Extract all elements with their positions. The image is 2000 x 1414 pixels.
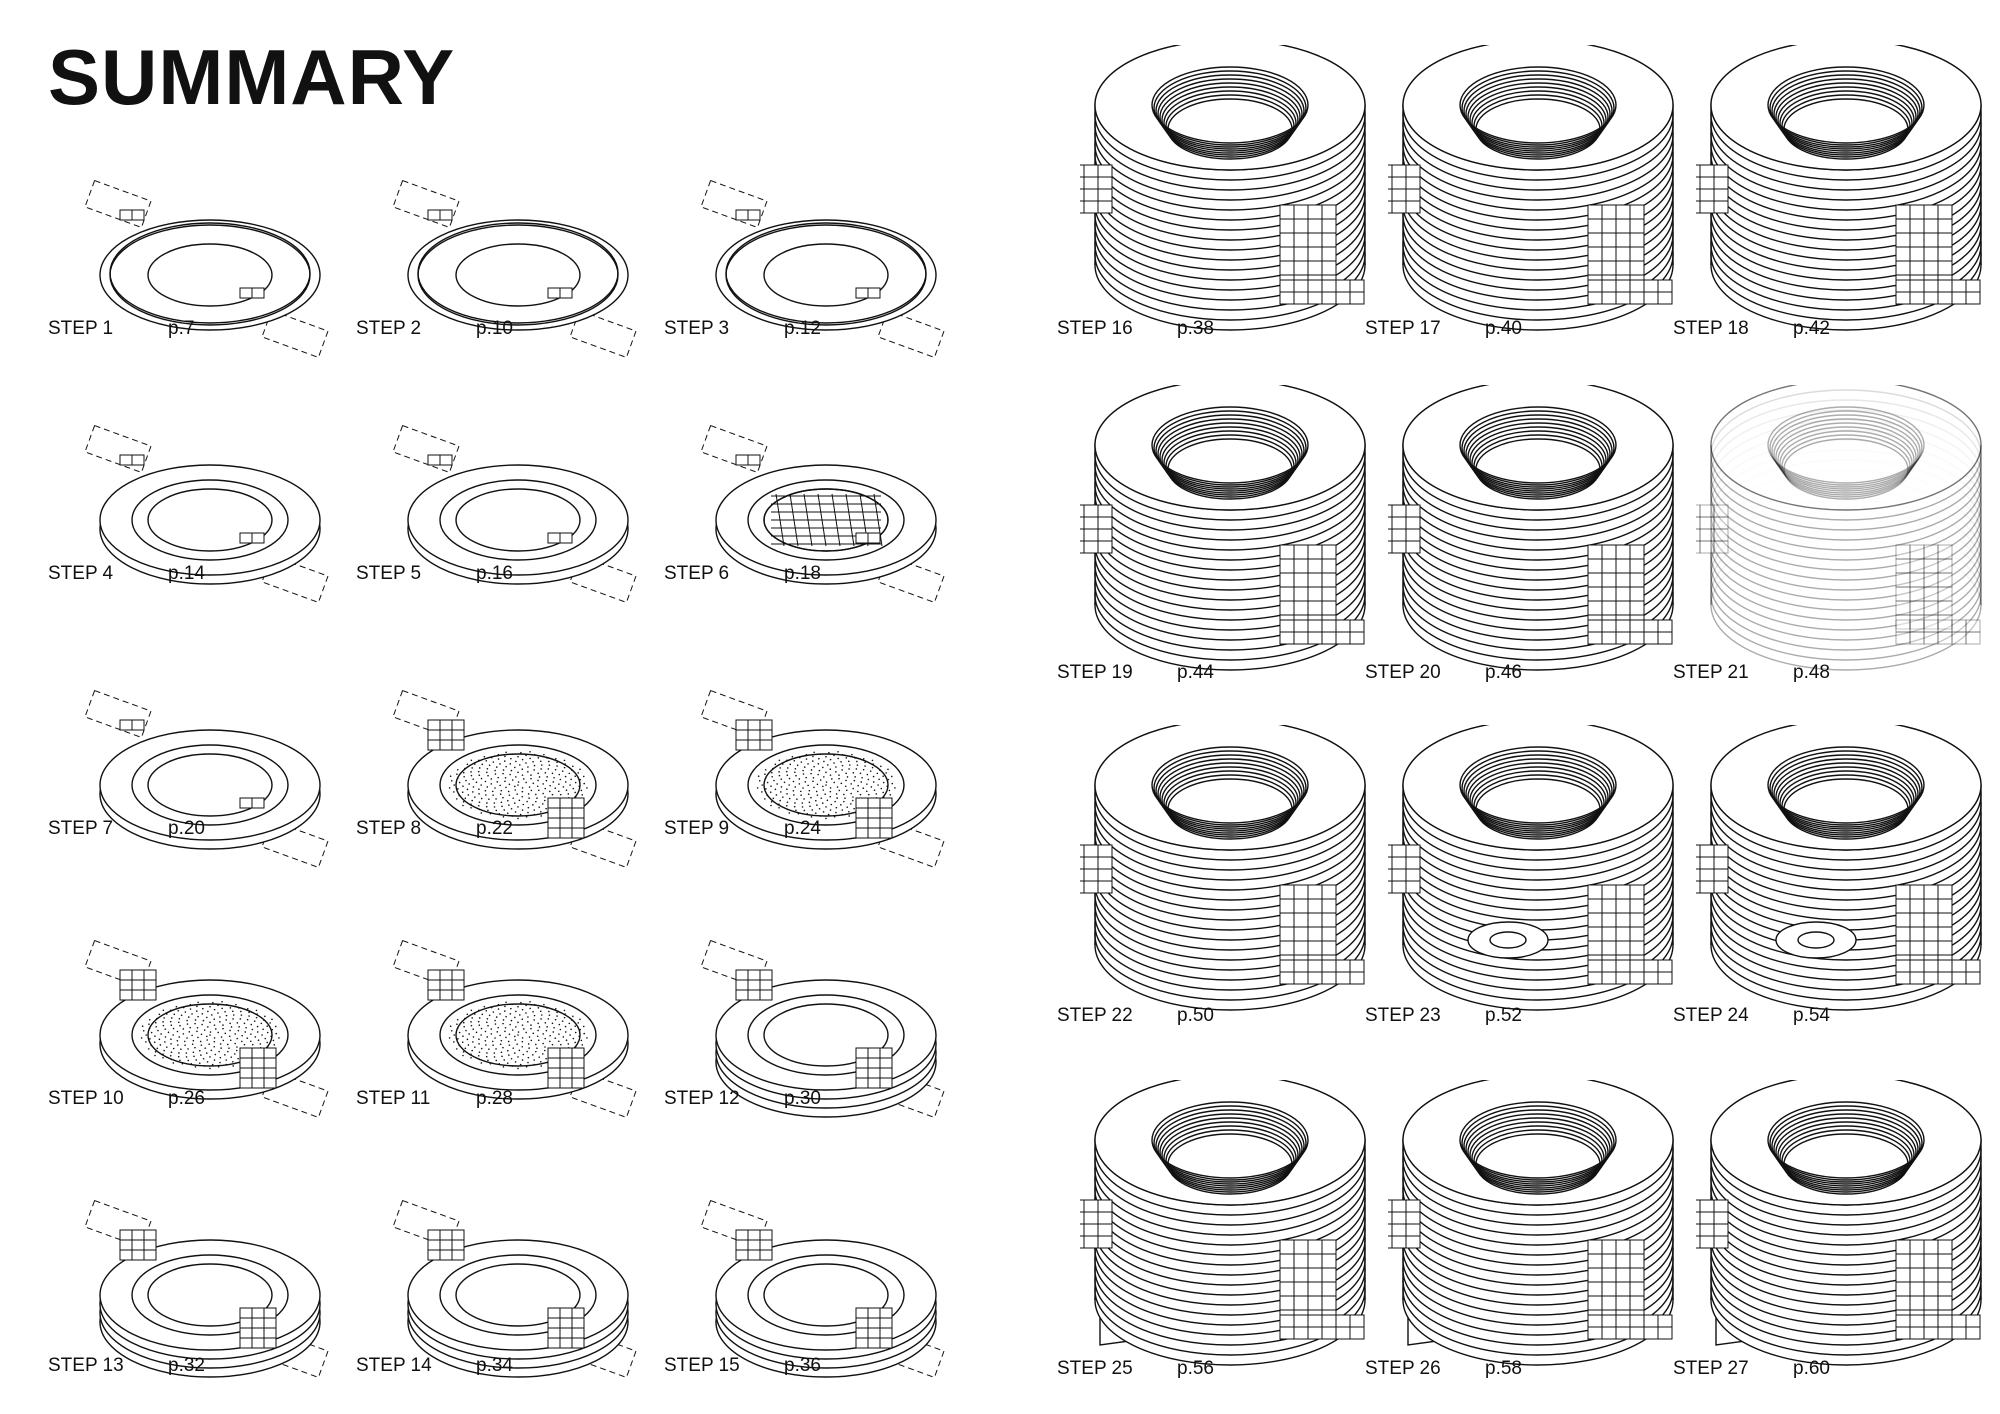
cylinder-drawing [1080,1080,1366,1366]
step-page-ref: p.46 [1485,662,1522,683]
step-label: STEP 14 [356,1355,432,1376]
step-page-ref: p.36 [784,1355,821,1376]
step-label: STEP 6 [664,563,730,584]
step-label: STEP 11 [356,1088,431,1109]
cylinder-drawing [1696,45,1982,331]
step-page-ref: p.50 [1177,1005,1214,1026]
ring-drawing [84,1199,329,1379]
ring-drawing [392,1199,637,1379]
step-page-ref: p.44 [1177,662,1214,683]
ring-drawing [392,424,637,604]
ring-drawing [700,1199,945,1379]
step-label: STEP 3 [664,318,730,339]
step-label: STEP 1 [48,318,114,339]
step-label: STEP 23 [1365,1005,1441,1026]
step-label: STEP 12 [664,1088,740,1109]
step-label: STEP 8 [356,818,422,839]
step-label: STEP 19 [1057,662,1133,683]
ring-drawing [84,179,329,359]
cylinder-drawing [1696,1080,1982,1366]
ring-drawing [700,939,945,1119]
step-label: STEP 13 [48,1355,124,1376]
step-page-ref: p.20 [168,818,205,839]
step-page-ref: p.54 [1793,1005,1830,1026]
cylinder-drawing [1696,385,1982,671]
step-label: STEP 5 [356,563,422,584]
step-page-ref: p.18 [784,563,821,584]
step-label: STEP 18 [1673,318,1749,339]
step-page-ref: p.38 [1177,318,1214,339]
cylinder-drawing [1080,45,1366,331]
ring-drawing [392,689,637,869]
cylinder-drawing [1080,725,1366,1011]
step-page-ref: p.12 [784,318,821,339]
step-label: STEP 27 [1673,1358,1749,1379]
step-page-ref: p.22 [476,818,513,839]
step-page-ref: p.7 [168,318,195,339]
step-label: STEP 15 [664,1355,740,1376]
step-page-ref: p.26 [168,1088,205,1109]
step-page-ref: p.30 [784,1088,821,1109]
step-page-ref: p.24 [784,818,821,839]
step-page-ref: p.10 [476,318,513,339]
step-page-ref: p.52 [1485,1005,1522,1026]
ring-drawing [700,689,945,869]
step-page-ref: p.60 [1793,1358,1830,1379]
step-label: STEP 21 [1673,662,1749,683]
ring-drawing [700,179,945,359]
cylinder-drawing [1388,725,1674,1011]
step-label: STEP 9 [664,818,730,839]
cylinder-drawing [1388,45,1674,331]
ring-drawing [392,939,637,1119]
ring-drawing [392,179,637,359]
step-label: STEP 22 [1057,1005,1133,1026]
step-page-ref: p.32 [168,1355,205,1376]
step-page-ref: p.56 [1177,1358,1214,1379]
ring-drawing [84,689,329,869]
step-page-ref: p.58 [1485,1358,1522,1379]
step-page-ref: p.34 [476,1355,513,1376]
step-page-ref: p.48 [1793,662,1830,683]
step-label: STEP 24 [1673,1005,1749,1026]
step-label: STEP 25 [1057,1358,1133,1379]
cylinder-drawing [1696,725,1982,1011]
ring-drawing [84,939,329,1119]
step-page-ref: p.14 [168,563,205,584]
step-label: STEP 17 [1365,318,1441,339]
step-label: STEP 26 [1365,1358,1441,1379]
step-label: STEP 20 [1365,662,1441,683]
step-label: STEP 2 [356,318,422,339]
step-label: STEP 4 [48,563,114,584]
step-page-ref: p.40 [1485,318,1522,339]
step-label: STEP 7 [48,818,114,839]
page-title: SUMMARY [48,33,456,121]
cylinder-drawing [1080,385,1366,671]
step-page-ref: p.16 [476,563,513,584]
step-page-ref: p.28 [476,1088,513,1109]
step-page-ref: p.42 [1793,318,1830,339]
cylinder-drawing [1388,385,1674,671]
step-label: STEP 10 [48,1088,124,1109]
ring-drawing [700,424,945,604]
step-label: STEP 16 [1057,318,1133,339]
ring-drawing [84,424,329,604]
cylinder-drawing [1388,1080,1674,1366]
